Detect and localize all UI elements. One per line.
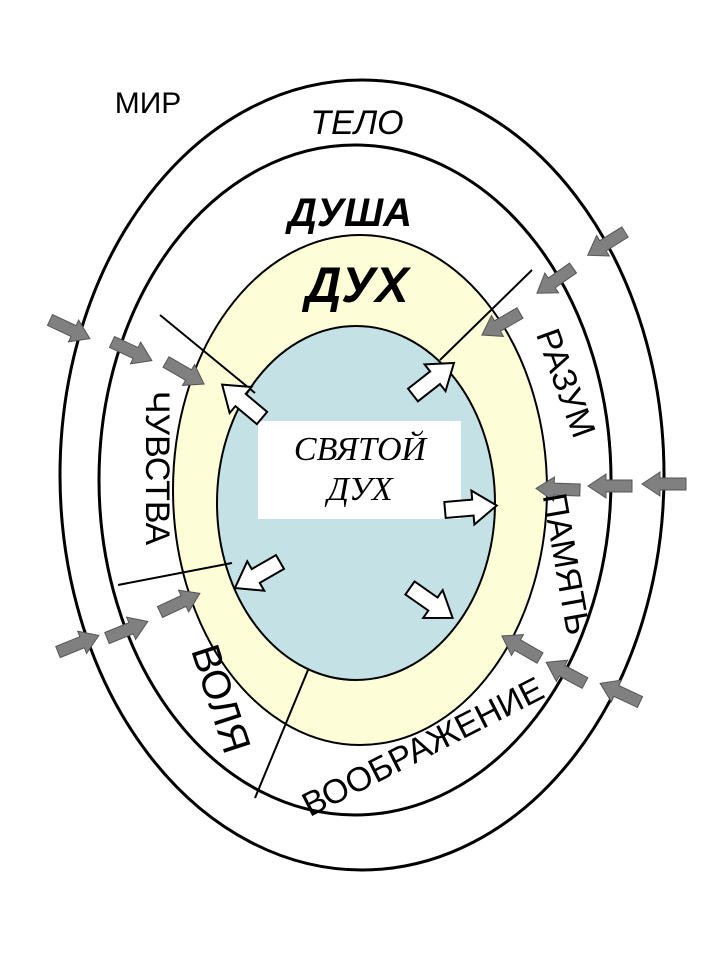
gray-arrow-left-6-icon [156,589,201,619]
divider-reason [439,269,533,361]
spirit-label: ДУХ [301,257,411,313]
holy-spirit-line1: СВЯТОЙ [294,430,429,468]
inner-arrow-bottom-right-icon [404,580,455,619]
divider-will-imagination [254,669,309,799]
soul-label: ДУША [285,191,412,235]
gray-arrow-left-4-icon [55,630,100,659]
inner-arrow-bottom-left-icon [233,553,286,592]
gray-arrow-left-5-icon [104,616,149,645]
world-label: МИР [115,87,182,120]
inner-arrow-top-right-icon [406,361,456,403]
feelings-label: ЧУВСТВА [138,391,176,546]
gray-arrow-right-4-icon [641,471,687,497]
gray-arrow-right-9-icon [501,634,544,664]
divider-feelings-reason [159,314,256,394]
holy-spirit-line2: ДУХ [324,471,394,508]
divider-feelings-will [117,562,233,586]
gray-arrow-right-8-icon [545,659,589,689]
gray-arrow-right-3-icon [481,307,524,337]
gray-arrow-right-2-icon [536,262,578,294]
gray-arrow-left-2-icon [108,335,153,365]
gray-arrow-left-3-icon [162,356,205,386]
gray-arrow-right-5-icon [587,473,633,499]
gray-arrow-left-1-icon [46,313,91,343]
holy-spirit-box [258,421,461,519]
gray-arrow-right-7-icon [599,679,644,709]
gray-arrow-right-1-icon [586,226,629,257]
body-label: ТЕЛО [310,104,403,142]
inner-arrow-right-icon [443,488,499,527]
gray-arrow-right-6-icon [535,476,581,503]
inner-arrow-top-left-icon [220,383,269,426]
